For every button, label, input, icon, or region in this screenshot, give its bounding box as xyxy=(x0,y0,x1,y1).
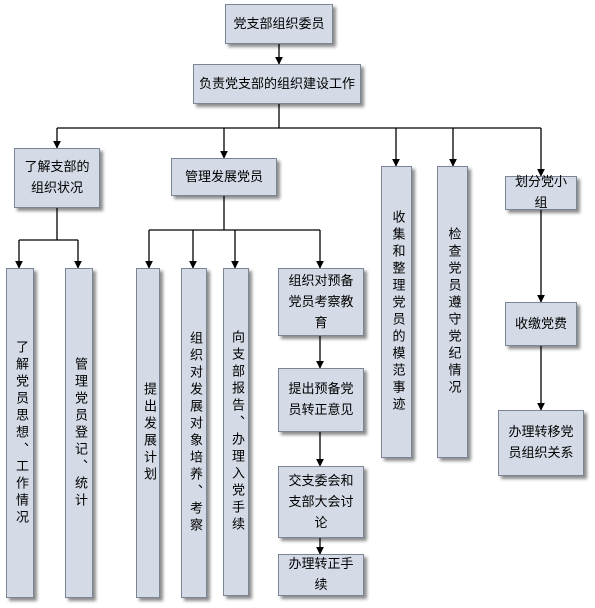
main-duty-text: 负责党支部的组织建设工作 xyxy=(198,76,355,92)
collect-box: 收集和整理党员的模范事迹 xyxy=(381,166,412,458)
probation-2-text: 提出预备党员转正意见 xyxy=(288,382,354,418)
probation-3-text: 交支委会和支部大会讨论 xyxy=(288,473,354,531)
probation-1-box: 组织对预备党员考察教育 xyxy=(278,268,364,336)
probation-2-box: 提出预备党员转正意见 xyxy=(278,368,364,432)
main-duty-box: 负责党支部的组织建设工作 xyxy=(193,64,361,104)
group-dues-box: 收缴党费 xyxy=(505,302,577,346)
inspect-box: 检查党员遵守党纪情况 xyxy=(437,166,468,458)
inspect-text: 检查党员遵守党纪情况 xyxy=(445,227,461,397)
understand-box: 了解支部的组织状况 xyxy=(14,148,100,208)
understand-1-box: 了解党员思想、工作情况 xyxy=(6,268,34,598)
develop-report-text: 向支部报告、办理入党手续 xyxy=(229,330,244,534)
understand-text: 了解支部的组织状况 xyxy=(24,160,90,196)
develop-train-box: 组织对发展对象培养、考察 xyxy=(181,268,207,598)
probation-4-box: 办理转正手续 xyxy=(278,554,364,596)
group-transfer-text: 办理转移党员组织关系 xyxy=(508,425,574,461)
collect-text: 收集和整理党员的模范事迹 xyxy=(389,210,405,414)
develop-train-text: 组织对发展对象培养、考察 xyxy=(187,331,202,535)
develop-plan-box: 提出发展计划 xyxy=(136,268,160,598)
group-text: 划分党小组 xyxy=(514,175,567,211)
title-text: 党支部组织委员 xyxy=(233,16,325,32)
title-box: 党支部组织委员 xyxy=(225,4,333,44)
understand-2-box: 管理党员登记、统计 xyxy=(65,268,93,598)
develop-report-box: 向支部报告、办理入党手续 xyxy=(223,268,249,596)
group-transfer-box: 办理转移党员组织关系 xyxy=(498,410,584,476)
develop-text: 管理发展党员 xyxy=(184,169,263,185)
probation-3-box: 交支委会和支部大会讨论 xyxy=(278,466,364,538)
probation-1-text: 组织对预备党员考察教育 xyxy=(288,273,354,331)
understand-1-text: 了解党员思想、工作情况 xyxy=(13,339,28,527)
probation-4-text: 办理转正手续 xyxy=(288,557,354,593)
develop-plan-text: 提出发展计划 xyxy=(141,382,156,484)
develop-box: 管理发展党员 xyxy=(171,158,277,196)
understand-2-text: 管理党员登记、统计 xyxy=(72,356,87,510)
group-box: 划分党小组 xyxy=(505,175,577,211)
group-dues-text: 收缴党费 xyxy=(514,316,567,332)
